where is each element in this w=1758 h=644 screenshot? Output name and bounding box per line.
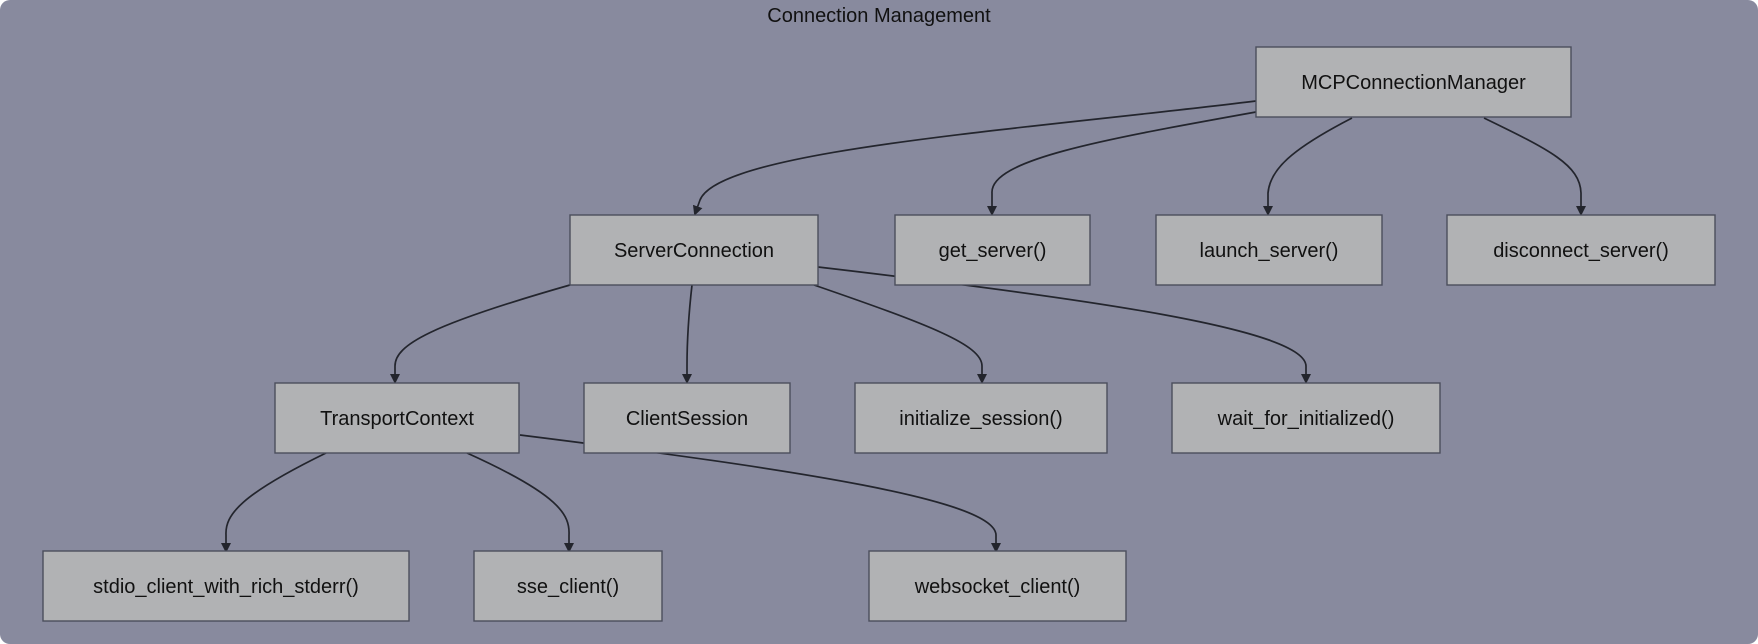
node-transport-context[interactable]: TransportContext [274, 382, 520, 454]
node-disconnect-server-label: disconnect_server() [1493, 240, 1669, 262]
node-manager-label: MCPConnectionManager [1301, 72, 1526, 94]
node-wait-for-initialized[interactable]: wait_for_initialized() [1171, 382, 1441, 454]
edge-server-connection-to-initialize-session [813, 284, 987, 384]
node-server-connection[interactable]: ServerConnection [569, 214, 819, 286]
edge-manager-to-get-server [987, 111, 1257, 216]
edge-manager-to-launch-server [1263, 117, 1353, 216]
node-manager[interactable]: MCPConnectionManager [1255, 46, 1572, 118]
node-stdio-client-label: stdio_client_with_rich_stderr() [93, 576, 359, 598]
edge-manager-to-server-connection [692, 100, 1257, 216]
edge-server-connection-to-client-session [682, 284, 693, 384]
node-websocket-client-label: websocket_client() [914, 576, 1081, 598]
node-initialize-session-label: initialize_session() [899, 408, 1062, 430]
node-initialize-session[interactable]: initialize_session() [854, 382, 1108, 454]
node-server-connection-label: ServerConnection [614, 240, 774, 262]
node-sse-client[interactable]: sse_client() [473, 550, 663, 622]
node-client-session-label: ClientSession [626, 408, 748, 430]
node-launch-server[interactable]: launch_server() [1155, 214, 1383, 286]
group-title: Connection Management [767, 5, 991, 27]
node-launch-server-label: launch_server() [1200, 240, 1339, 262]
edge-transport-context-to-sse-client [466, 452, 574, 553]
node-disconnect-server[interactable]: disconnect_server() [1446, 214, 1716, 286]
edge-server-connection-to-transport-context [390, 284, 571, 384]
node-transport-context-label: TransportContext [320, 408, 474, 430]
edge-manager-to-disconnect-server [1483, 117, 1586, 216]
node-sse-client-label: sse_client() [517, 576, 619, 598]
node-get-server-label: get_server() [939, 240, 1047, 262]
edge-transport-context-to-stdio-client [221, 452, 327, 553]
node-stdio-client[interactable]: stdio_client_with_rich_stderr() [42, 550, 410, 622]
node-client-session[interactable]: ClientSession [583, 382, 791, 454]
node-wait-for-initialized-label: wait_for_initialized() [1217, 408, 1395, 430]
node-websocket-client[interactable]: websocket_client() [868, 550, 1127, 622]
node-get-server[interactable]: get_server() [894, 214, 1091, 286]
